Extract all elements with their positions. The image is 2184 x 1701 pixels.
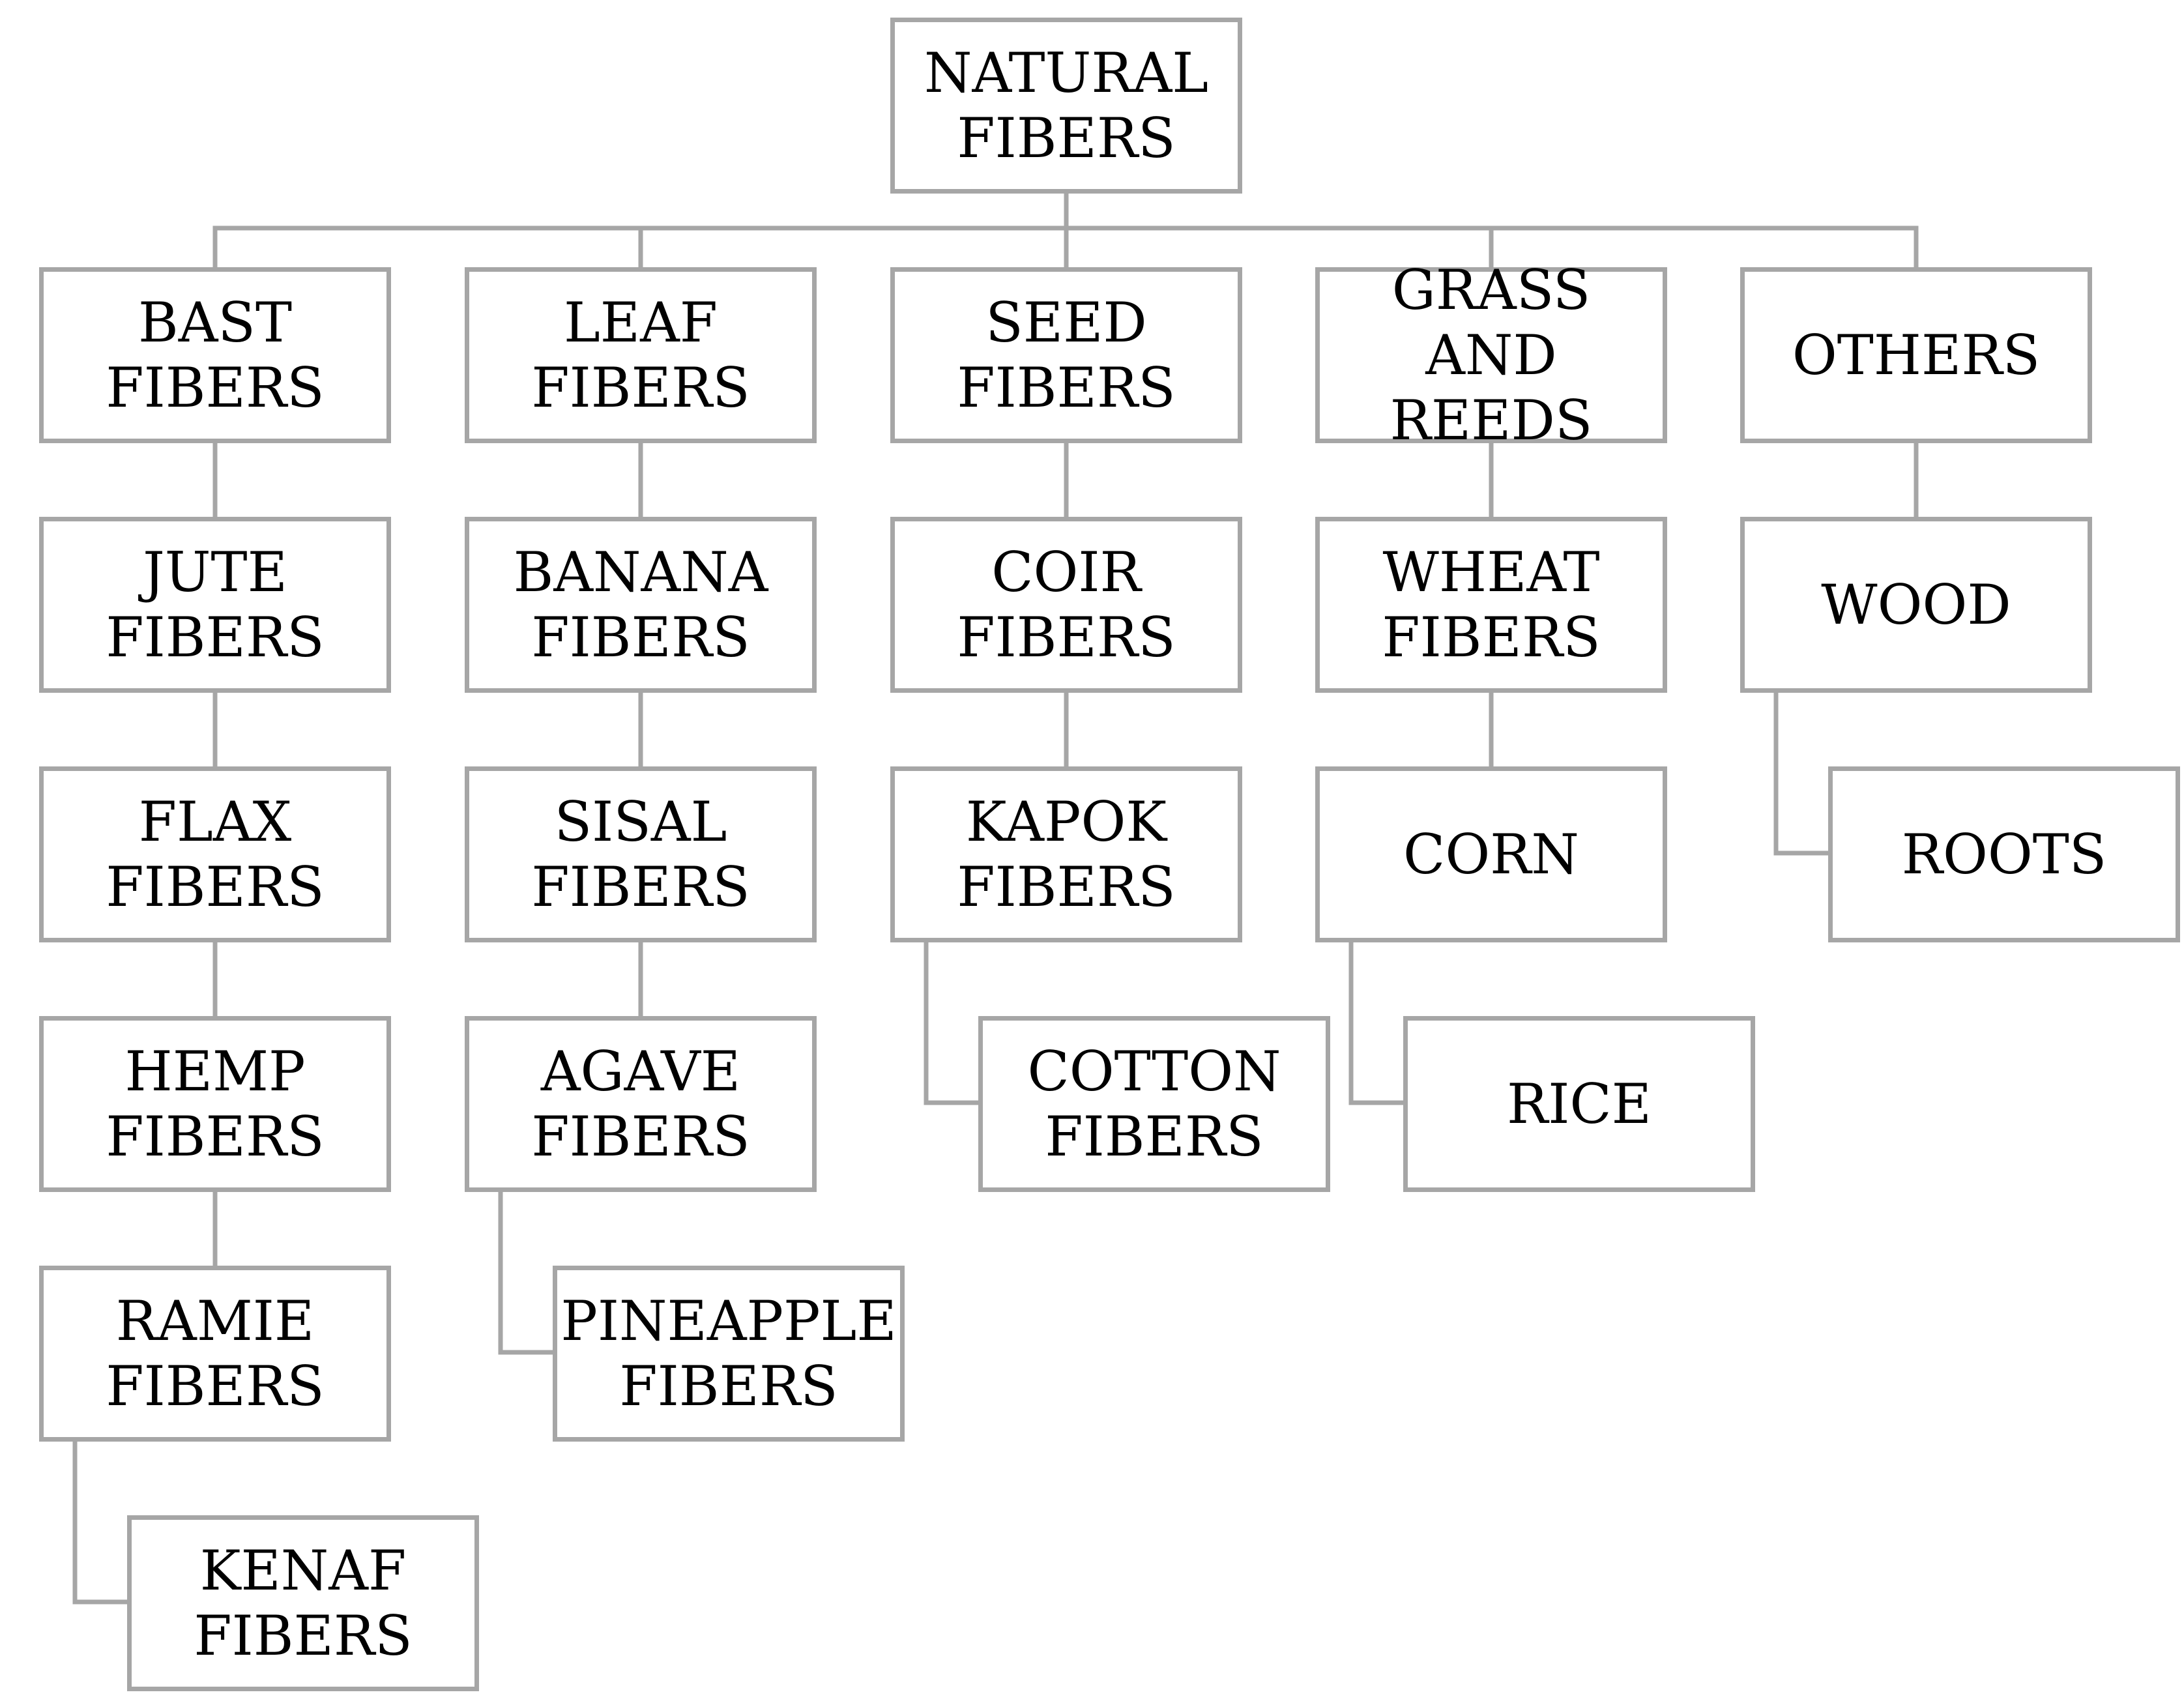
node-label: COIR FIBERS (957, 540, 1176, 669)
node-label: JUTE FIBERS (106, 540, 325, 669)
node-label: SISAL FIBERS (531, 790, 750, 919)
node-hemp-fibers: HEMP FIBERS (39, 1016, 391, 1192)
node-label: ROOTS (1901, 822, 2107, 886)
node-bast-fibers: BAST FIBERS (39, 267, 391, 443)
node-corn: CORN (1315, 766, 1667, 942)
node-others: OTHERS (1740, 267, 2092, 443)
connector-agave-pineapple (498, 1189, 555, 1355)
node-kenaf-fibers: KENAF FIBERS (127, 1515, 479, 1691)
node-leaf-fibers: LEAF FIBERS (465, 267, 817, 443)
node-seed-fibers: SEED FIBERS (890, 267, 1242, 443)
node-grass-and-reeds: GRASS AND REEDS (1315, 258, 1667, 452)
node-label: BANANA FIBERS (513, 540, 768, 669)
node-agave-fibers: AGAVE FIBERS (465, 1016, 817, 1192)
node-sisal-fibers: SISAL FIBERS (465, 766, 817, 942)
connector-kapok-cotton (924, 940, 981, 1105)
node-label: CORN (1403, 822, 1579, 886)
node-label: HEMP FIBERS (106, 1040, 325, 1169)
node-label: NATURAL FIBERS (924, 41, 1209, 170)
node-rice: RICE (1403, 1016, 1755, 1192)
node-coir-fibers: COIR FIBERS (890, 517, 1242, 693)
node-natural-fibers: NATURAL FIBERS (890, 18, 1242, 194)
connector-wood-roots (1773, 690, 1831, 856)
node-wood: WOOD (1740, 517, 2092, 693)
node-label: RICE (1506, 1072, 1652, 1136)
node-label: SEED FIBERS (957, 291, 1176, 420)
node-label: OTHERS (1792, 323, 2041, 387)
node-label: KENAF FIBERS (194, 1539, 413, 1668)
node-label: LEAF FIBERS (531, 291, 750, 420)
node-label: AGAVE FIBERS (531, 1040, 750, 1169)
node-roots: ROOTS (1828, 766, 2180, 942)
node-label: BAST FIBERS (106, 291, 325, 420)
node-label: WOOD (1821, 573, 2011, 637)
node-label: PINEAPPLE FIBERS (561, 1289, 897, 1418)
node-label: KAPOK FIBERS (957, 790, 1176, 919)
node-cotton-fibers: COTTON FIBERS (978, 1016, 1330, 1192)
node-label: FLAX FIBERS (106, 790, 325, 919)
connector-ramie-kenaf (72, 1439, 130, 1605)
node-jute-fibers: JUTE FIBERS (39, 517, 391, 693)
node-label: COTTON FIBERS (1027, 1040, 1281, 1169)
node-label: WHEAT FIBERS (1382, 540, 1601, 669)
node-banana-fibers: BANANA FIBERS (465, 517, 817, 693)
connector-corn-rice (1348, 940, 1406, 1105)
node-pineapple-fibers: PINEAPPLE FIBERS (553, 1266, 905, 1442)
node-ramie-fibers: RAMIE FIBERS (39, 1266, 391, 1442)
node-kapok-fibers: KAPOK FIBERS (890, 766, 1242, 942)
node-label: GRASS AND REEDS (1390, 258, 1593, 452)
node-flax-fibers: FLAX FIBERS (39, 766, 391, 942)
node-label: RAMIE FIBERS (106, 1289, 325, 1418)
node-wheat-fibers: WHEAT FIBERS (1315, 517, 1667, 693)
